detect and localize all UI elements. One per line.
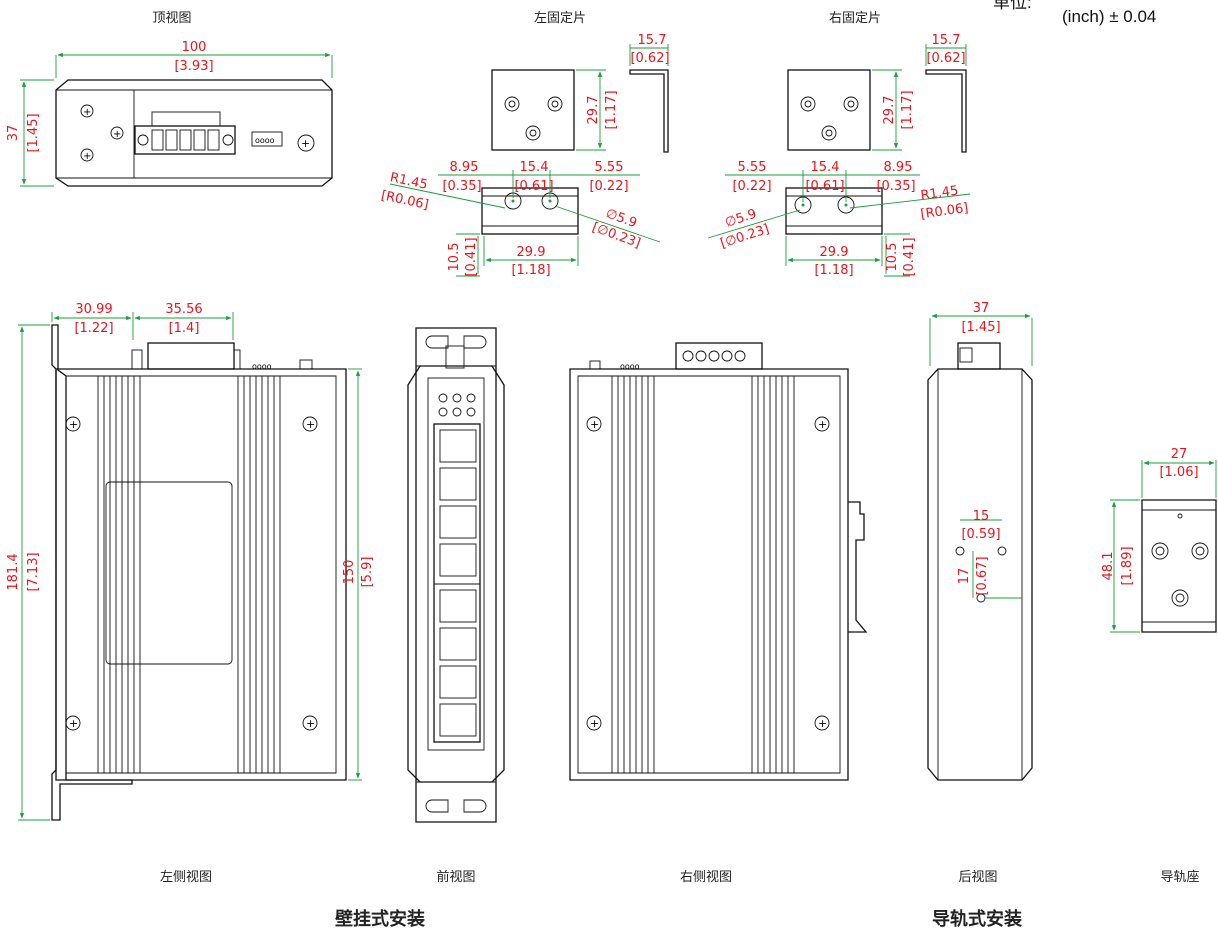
- dim-ls-body-mm: 150: [342, 560, 357, 585]
- dim-ls-total-in: [7.13]: [26, 552, 41, 591]
- dim-rb-flange-mm: 15.7: [932, 33, 961, 48]
- dim-lb-left-mm: 8.95: [450, 160, 479, 175]
- dim-rear-holes-y-mm: 17: [957, 568, 972, 585]
- dim-top-height-mm: 37: [6, 125, 21, 142]
- caption-left-bracket: 左固定片: [534, 11, 586, 26]
- dim-lb-bottom-in: [0.41]: [464, 237, 479, 276]
- caption-left-side-view: 左侧视图: [160, 870, 212, 885]
- dim-lb-bottom-mm: 10.5: [447, 243, 462, 272]
- caption-right-side-view: 右侧视图: [680, 870, 732, 885]
- svg-text:+: +: [301, 137, 310, 150]
- svg-text:+: +: [113, 129, 121, 140]
- svg-text:+: +: [69, 717, 78, 730]
- dim-rail-width-in: [1.06]: [1159, 465, 1198, 480]
- group-wall-mount: 壁挂式安装: [335, 908, 425, 930]
- dim-top-width-in: [3.93]: [174, 59, 213, 74]
- dim-ls-body-in: [5.9]: [360, 557, 375, 588]
- dim-rb-radius-in: [R0.06]: [920, 201, 970, 223]
- dim-ls-a-in: [1.22]: [74, 321, 113, 336]
- dim-ls-total-mm: 181.4: [6, 553, 21, 590]
- dim-lb-height-in: [1.17]: [604, 90, 619, 129]
- dim-top-width-mm: 100: [182, 40, 207, 55]
- unit-value: (inch) ± 0.04: [1062, 7, 1156, 26]
- dim-rail-width-mm: 27: [1171, 447, 1188, 462]
- group-rail-mount: 导轨式安装: [932, 908, 1022, 930]
- svg-text:+: +: [590, 418, 599, 431]
- right-bracket: 右固定片 15.7 [0.62] 29.7 [1.17] 5.55 [0.22]…: [707, 11, 971, 278]
- dim-rear-holes-x-in: [0.59]: [961, 527, 1000, 542]
- dim-rear-holes-y-in: [0.67]: [975, 556, 990, 595]
- caption-top-view: 顶视图: [152, 11, 191, 26]
- dim-rb-span-mm: 29.9: [820, 245, 849, 260]
- dim-rb-bottom-mm: 10.5: [885, 243, 900, 272]
- caption-front-view: 前视图: [436, 869, 475, 885]
- rail-seat: 27 [1.06] 48.1 [1.89]: [1101, 447, 1217, 633]
- dim-lb-right-in: [0.22]: [589, 179, 628, 194]
- svg-text:+: +: [818, 717, 827, 730]
- dim-rear-width-mm: 37: [973, 301, 990, 316]
- top-view: 顶视图 + + + oooo + 100 [3.93] 37 [1.45]: [6, 11, 333, 187]
- front-view: [407, 327, 505, 823]
- svg-text:+: +: [306, 717, 315, 730]
- dim-top-height-in: [1.45]: [26, 113, 41, 152]
- dim-lb-flange-mm: 15.7: [638, 33, 667, 48]
- dim-rail-height-mm: 48.1: [1101, 552, 1116, 581]
- dim-ls-b-in: [1.4]: [169, 321, 200, 336]
- dim-rear-width-in: [1.45]: [961, 320, 1000, 335]
- dim-lb-right-mm: 5.55: [595, 160, 624, 175]
- dim-rb-left-mm: 5.55: [738, 160, 767, 175]
- dim-lb-flange-in: [0.62]: [630, 51, 669, 66]
- left-side-view: oooo + + + + 30.99 [1.22] 35.56: [6, 302, 375, 821]
- right-side-view: oooo + + + +: [569, 342, 868, 781]
- svg-text:+: +: [83, 107, 91, 118]
- svg-text:+: +: [83, 151, 91, 162]
- dim-lb-left-in: [0.35]: [442, 179, 481, 194]
- dim-rb-right-mm: 8.95: [884, 160, 913, 175]
- dim-rb-right-in: [0.35]: [876, 179, 915, 194]
- dim-rb-bottom-in: [0.41]: [902, 237, 917, 276]
- svg-text:oooo: oooo: [255, 136, 275, 145]
- svg-text:+: +: [69, 418, 78, 431]
- dim-lb-span-in: [1.18]: [511, 263, 550, 278]
- svg-text:+: +: [818, 418, 827, 431]
- dim-ls-a-mm: 30.99: [75, 302, 112, 317]
- dim-rb-height-mm: 29.7: [882, 96, 897, 125]
- dim-rear-holes-x-mm: 15: [973, 509, 990, 524]
- dim-rail-height-in: [1.89]: [1120, 546, 1135, 585]
- dim-rb-radius-mm: R1.45: [920, 183, 960, 203]
- left-bracket: 左固定片 15.7 [0.62] 29.7 [1.17] 8.95 [0.35]…: [380, 11, 670, 278]
- caption-right-bracket: 右固定片: [829, 11, 881, 26]
- svg-text:oooo: oooo: [252, 362, 272, 371]
- dim-ls-b-mm: 35.56: [165, 302, 202, 317]
- dim-lb-mid-mm: 15.4: [520, 160, 549, 175]
- dim-rb-left-in: [0.22]: [732, 179, 771, 194]
- dim-rb-span-in: [1.18]: [814, 263, 853, 278]
- svg-text:+: +: [590, 717, 599, 730]
- dim-lb-radius-mm: R1.45: [389, 170, 429, 193]
- unit-label: 单位:: [993, 0, 1032, 12]
- svg-text:oooo: oooo: [620, 362, 640, 371]
- dim-rb-flange-in: [0.62]: [926, 51, 965, 66]
- dim-rb-mid-mm: 15.4: [811, 160, 840, 175]
- dim-rb-mid-in: [0.61]: [805, 179, 844, 194]
- dim-lb-height-mm: 29.7: [586, 96, 601, 125]
- caption-rear-view: 后视图: [958, 870, 997, 885]
- caption-rail-seat: 导轨座: [1160, 870, 1199, 885]
- dim-lb-span-mm: 29.9: [517, 245, 546, 260]
- rear-view: 37 [1.45] 15 [0.59] 17 [0.67]: [927, 301, 1033, 781]
- dim-lb-mid-in: [0.61]: [514, 179, 553, 194]
- dim-rb-height-in: [1.17]: [900, 90, 915, 129]
- svg-text:+: +: [306, 418, 315, 431]
